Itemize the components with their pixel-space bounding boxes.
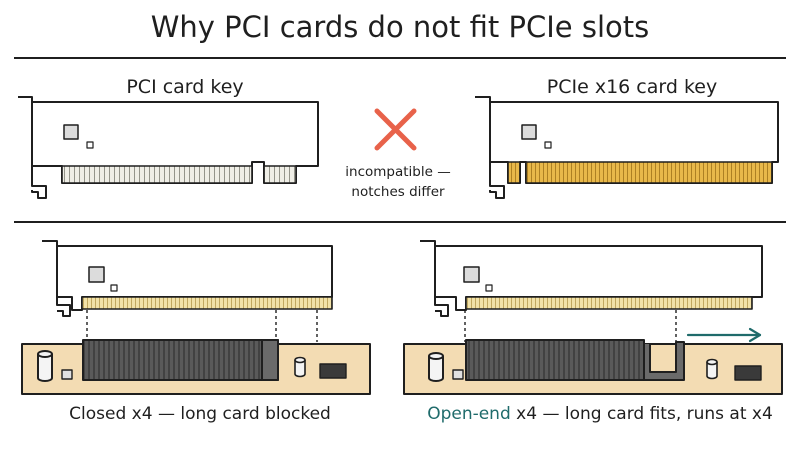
closed-capacitor-small: [294, 360, 306, 378]
closed-card-contacts: [81, 296, 333, 310]
pci-card-contacts-right: [263, 165, 297, 184]
closed-slot-caption: Closed x4 — long card blocked: [69, 404, 331, 424]
closed-slot-scene: [21, 240, 371, 395]
closed-slot-end-wall: [261, 339, 279, 381]
closed-small-component: [61, 369, 73, 380]
pci-card-contacts-left: [61, 165, 253, 184]
closed-card-body: [56, 245, 333, 311]
open-capacitor: [428, 356, 444, 382]
open-slot-caption: Open-end x4 — long card fits, runs at x4: [400, 404, 800, 424]
pcie-card-contacts-key: [507, 161, 521, 184]
open-end-accent-text: Open-end: [427, 404, 511, 424]
open-card-contacts: [465, 296, 753, 310]
incompatible-note-line1: incompatible —: [345, 164, 451, 180]
open-capacitor-top: [428, 352, 444, 360]
open-capacitor-small: [706, 362, 718, 380]
open-card-chip: [463, 266, 480, 283]
open-slot-open-end: [643, 341, 685, 381]
open-capacitor-small-top: [706, 358, 718, 366]
pcie-card: [475, 96, 779, 199]
pcie-card-chip: [521, 124, 537, 140]
closed-header-pins: [319, 363, 347, 379]
page-title: Why PCI cards do not fit PCIe slots: [150, 10, 650, 44]
open-slot-housing: [465, 339, 645, 381]
pcie-card-contacts-main: [525, 161, 773, 184]
closed-capacitor: [37, 354, 53, 382]
incompatible-note: incompatible — notches differ: [318, 162, 478, 202]
extends-right-arrow-icon: [686, 327, 762, 343]
pci-card-key-label: PCI card key: [126, 76, 244, 98]
closed-capacitor-small-top: [294, 356, 306, 364]
closed-card-chip-small: [110, 284, 118, 292]
pcie-card-chip-small: [544, 141, 552, 149]
closed-slot-housing: [82, 339, 279, 381]
pci-card-chip-small: [86, 141, 94, 149]
open-card-chip-small: [485, 284, 493, 292]
incompatible-cross-icon: [374, 108, 417, 151]
pcie-card-key-label: PCIe x16 card key: [546, 76, 718, 98]
open-card-body: [434, 245, 763, 311]
open-slot-scene: [403, 240, 783, 395]
pci-card: [18, 96, 319, 199]
closed-card-chip: [88, 266, 105, 283]
open-slot-caption-rest: x4 — long card fits, runs at x4: [510, 404, 773, 424]
open-small-component: [452, 369, 464, 380]
incompatible-note-line2: notches differ: [351, 184, 445, 200]
closed-capacitor-top: [37, 350, 53, 358]
open-header-pins: [734, 365, 762, 381]
pci-card-chip: [63, 124, 79, 140]
